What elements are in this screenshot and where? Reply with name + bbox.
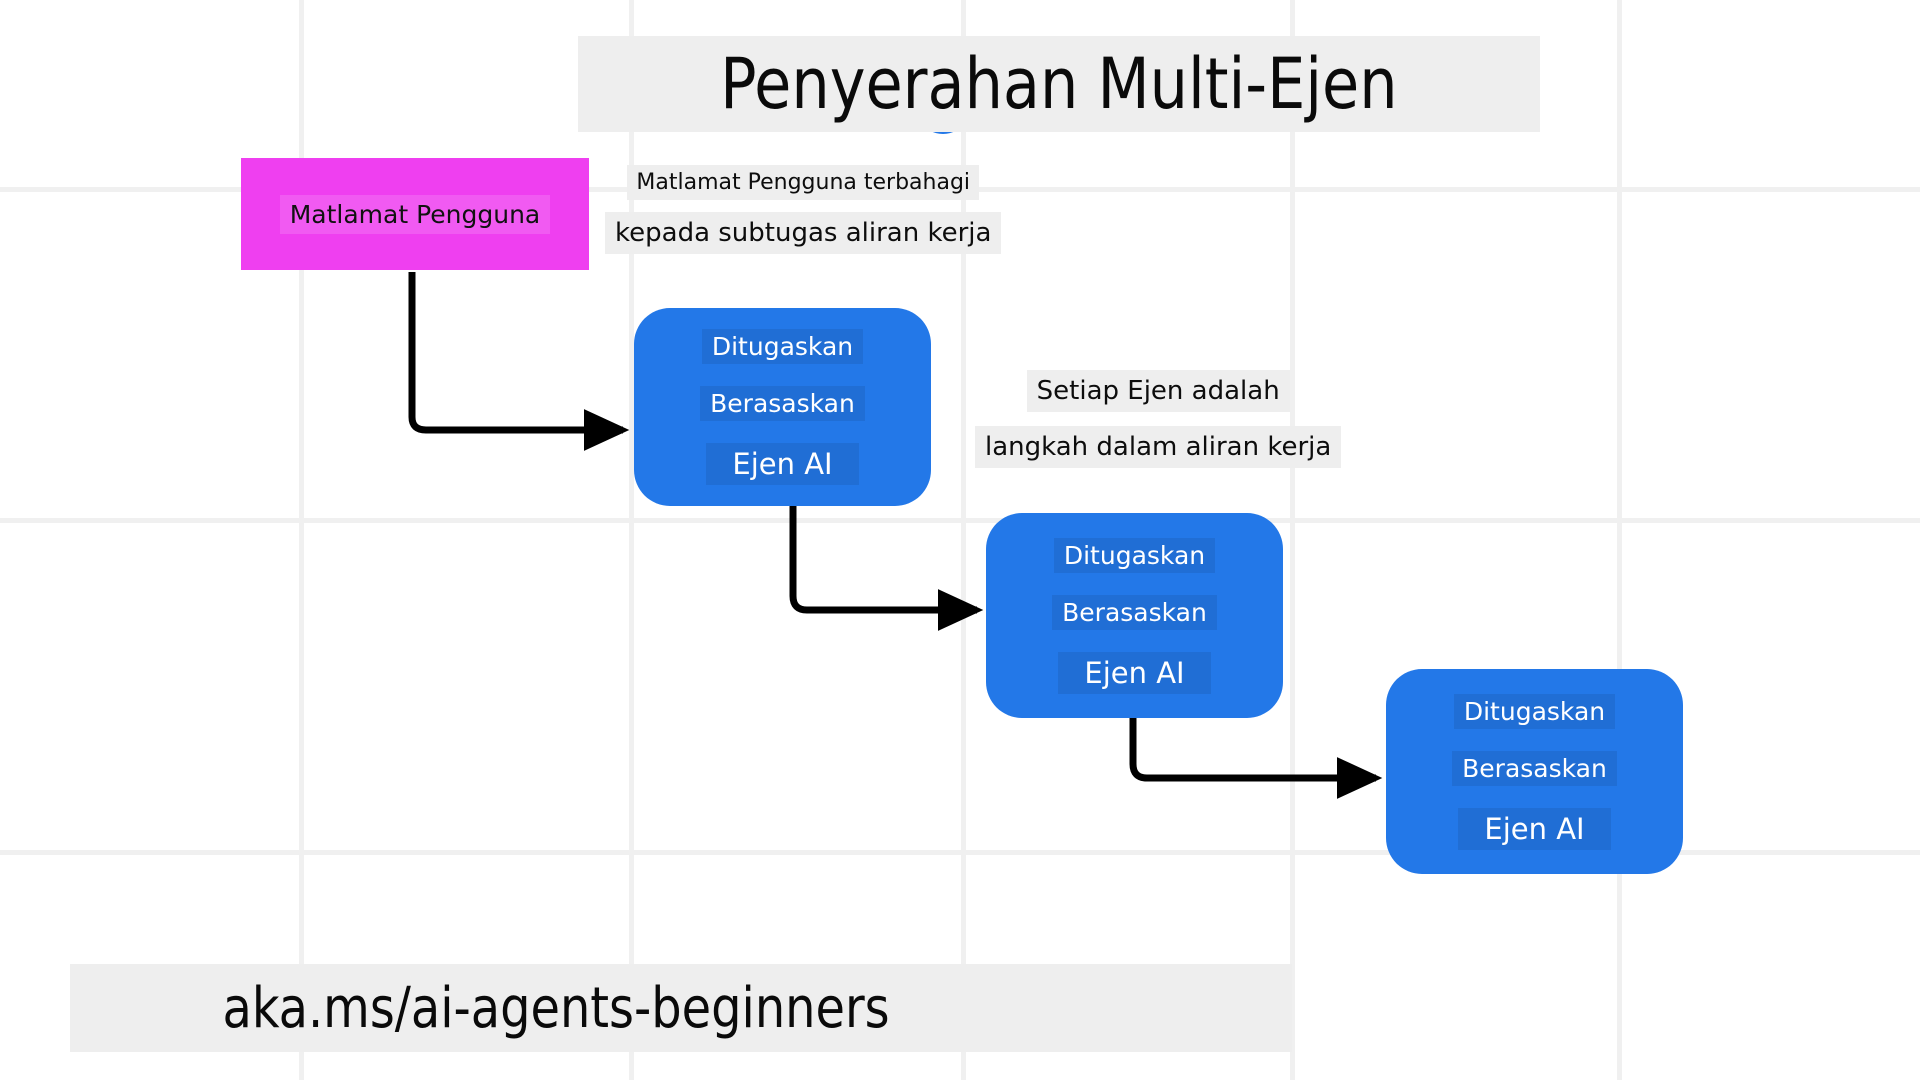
annotation-agent-step: Setiap Ejen adalah langkah dalam aliran … <box>975 370 1342 468</box>
footer-url-text[interactable]: aka.ms/ai-agents-beginners <box>222 975 890 1041</box>
node-ai-agent-3[interactable]: Ditugaskan Berasaskan Ejen AI <box>1386 669 1683 874</box>
node-user-goal[interactable]: Matlamat Pengguna <box>241 158 589 270</box>
node-ai-agent-1-line3: Ejen AI <box>706 443 859 485</box>
connector-agent2-to-agent3 <box>1129 718 1383 799</box>
gridline-vertical <box>1617 0 1622 1080</box>
node-ai-agent-2-line2: Berasaskan <box>1052 594 1217 630</box>
node-ai-agent-2[interactable]: Ditugaskan Berasaskan Ejen AI <box>986 513 1283 718</box>
annotation-agent-step-line1: Setiap Ejen adalah <box>1026 370 1290 412</box>
connector-goal-to-agent1 <box>408 272 630 451</box>
node-ai-agent-1[interactable]: Ditugaskan Berasaskan Ejen AI <box>634 308 931 506</box>
node-ai-agent-2-line3: Ejen AI <box>1058 651 1211 694</box>
gridline-vertical <box>629 0 634 1080</box>
footer-url-band: aka.ms/ai-agents-beginners <box>70 964 1292 1052</box>
node-ai-agent-3-line1: Ditugaskan <box>1453 693 1616 729</box>
page-title-text: Penyerahan Multi-Ejen <box>720 43 1398 125</box>
node-ai-agent-1-line1: Ditugaskan <box>701 329 864 364</box>
node-ai-agent-1-line2: Berasaskan <box>700 386 865 421</box>
annotation-agent-step-line2: langkah dalam aliran kerja <box>975 426 1342 468</box>
node-ai-agent-2-line1: Ditugaskan <box>1053 537 1216 573</box>
node-user-goal-label: Matlamat Pengguna <box>279 194 551 234</box>
connector-agent1-to-agent2 <box>789 505 984 631</box>
annotation-goal-split-line1: Matlamat Pengguna terbahagi <box>627 165 980 200</box>
node-ai-agent-3-line3: Ejen AI <box>1458 807 1611 850</box>
gridline-horizontal <box>0 518 1920 523</box>
gridline-vertical <box>961 0 966 1080</box>
gridline-vertical <box>1290 0 1295 1080</box>
page-title: Penyerahan Multi-Ejen <box>578 36 1540 132</box>
annotation-goal-split-line2: kepada subtugas aliran kerja <box>605 212 1002 254</box>
node-ai-agent-3-line2: Berasaskan <box>1452 750 1617 786</box>
annotation-goal-split: Matlamat Pengguna terbahagi kepada subtu… <box>605 165 1002 254</box>
